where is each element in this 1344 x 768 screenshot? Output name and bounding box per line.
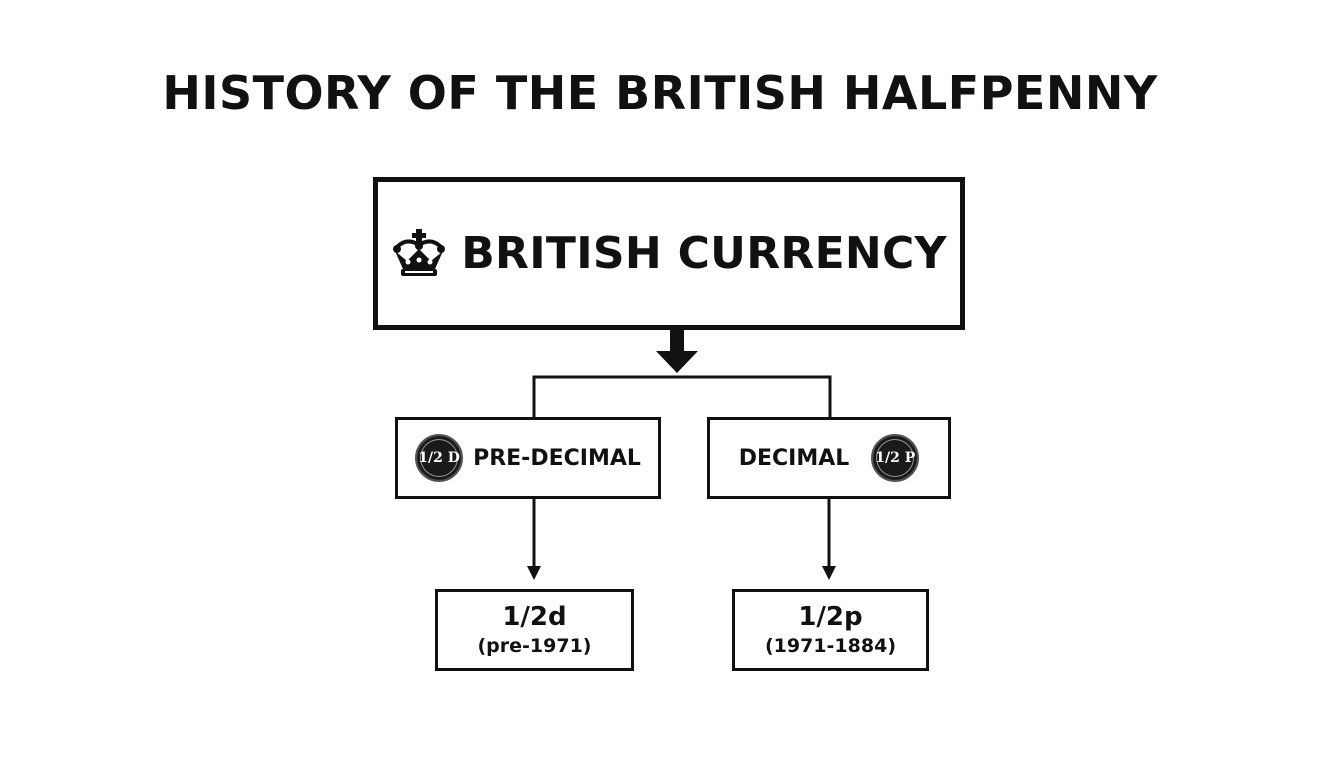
leaf-period: (1971-1884) bbox=[764, 635, 896, 657]
coin-icon: 1/2 D bbox=[415, 434, 464, 482]
root-down-arrow bbox=[656, 330, 698, 373]
branch-label-pre-decimal: PRE-DECIMAL bbox=[473, 445, 641, 471]
leaf-node-halfpenny-decimal: 1/2p (1971-1884) bbox=[732, 589, 929, 671]
crown-icon bbox=[393, 228, 446, 276]
pre-decimal-arrow bbox=[527, 499, 541, 580]
decimal-arrow bbox=[822, 499, 836, 580]
root-node-british-currency: BRITISH CURRENCY bbox=[373, 177, 965, 330]
branch-bracket bbox=[532, 375, 832, 417]
leaf-period: (pre-1971) bbox=[477, 635, 592, 657]
page-title: HISTORY OF THE BRITISH HALFPENNY bbox=[162, 66, 1158, 120]
coin-icon: 1/2 P bbox=[871, 434, 920, 482]
branch-label-decimal: DECIMAL bbox=[738, 445, 850, 471]
branch-node-pre-decimal: 1/2 D PRE-DECIMAL bbox=[395, 417, 661, 499]
leaf-node-halfpenny-pre-decimal: 1/2d (pre-1971) bbox=[435, 589, 634, 671]
root-label: BRITISH CURRENCY bbox=[461, 228, 947, 279]
leaf-value: 1/2d bbox=[502, 602, 567, 632]
branch-node-decimal: DECIMAL 1/2 P bbox=[707, 417, 951, 499]
leaf-value: 1/2p bbox=[798, 602, 863, 632]
